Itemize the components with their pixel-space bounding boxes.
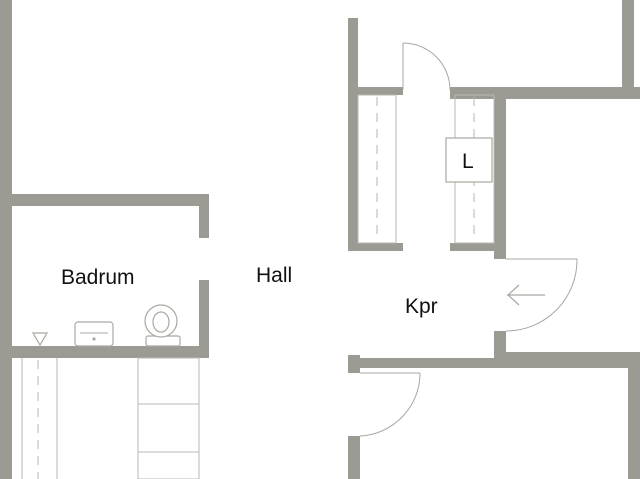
wall-upper-right-bottom bbox=[450, 87, 640, 99]
shelf-unit bbox=[137, 357, 200, 479]
wall-lower-room-jamb bbox=[348, 355, 360, 373]
floor-drain-icon bbox=[31, 332, 49, 347]
room-label-badrum: Badrum bbox=[61, 266, 135, 289]
arrow-left-icon bbox=[507, 284, 545, 306]
door-lower-swing bbox=[359, 372, 421, 437]
room-label-linen: L bbox=[462, 150, 474, 173]
wall-lower-room-west bbox=[348, 436, 360, 479]
wall-lower-right-top bbox=[494, 352, 640, 362]
wall-closet-west bbox=[348, 18, 358, 250]
wall-badrum-bottom bbox=[0, 346, 209, 358]
wall-upper-right-east bbox=[622, 0, 634, 99]
wall-badrum-east-lower bbox=[199, 280, 209, 358]
linen-cabinet bbox=[445, 137, 493, 183]
lower-left-storage bbox=[21, 357, 200, 479]
wall-lower-room-top bbox=[348, 358, 640, 368]
wall-badrum-east-upper bbox=[199, 194, 209, 238]
doors bbox=[359, 42, 578, 437]
sink-icon bbox=[74, 321, 114, 347]
wall-closet-west-cap bbox=[348, 243, 403, 251]
bathroom-fixtures bbox=[31, 304, 181, 347]
wall-closet-bottom-right bbox=[450, 243, 500, 251]
door-closet-swing bbox=[402, 42, 451, 91]
shelf-left bbox=[357, 94, 397, 244]
wall-kpr-east-upper bbox=[494, 87, 506, 259]
wall-west bbox=[0, 0, 12, 479]
wall-badrum-top bbox=[0, 194, 209, 206]
room-label-hall: Hall bbox=[256, 264, 293, 287]
wall-closet-top-left bbox=[348, 87, 403, 95]
wall-lower-room-east bbox=[628, 358, 640, 479]
door-kpr-swing bbox=[505, 258, 578, 332]
toilet-icon bbox=[144, 304, 181, 347]
room-label-kpr: Kpr bbox=[405, 295, 438, 318]
